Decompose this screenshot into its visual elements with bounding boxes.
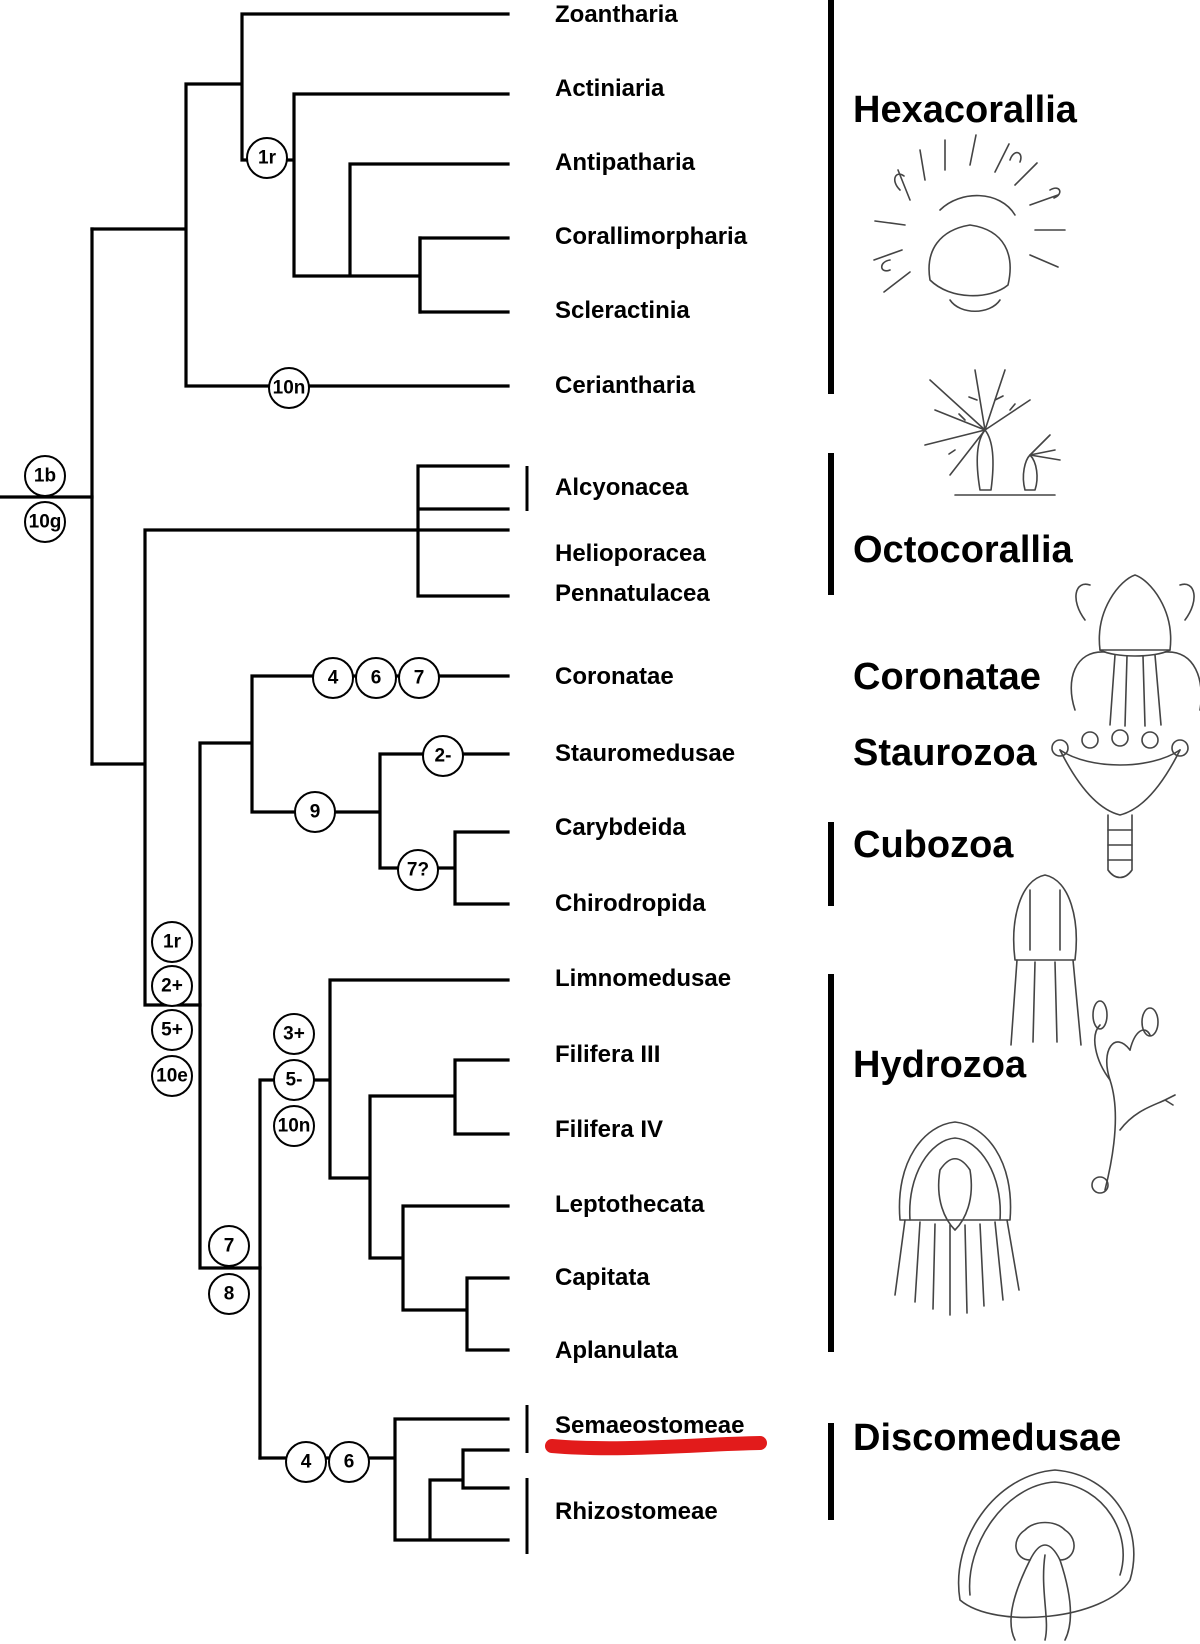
taxon-alcyonacea: Alcyonacea <box>555 474 689 501</box>
char-cubo-7q: 7? <box>397 849 439 891</box>
branch-octo-medusozoa <box>90 464 510 1007</box>
highlight-underline <box>545 1436 767 1456</box>
svg-text:6: 6 <box>344 1452 355 1473</box>
svg-text:5+: 5+ <box>161 1020 183 1041</box>
group-coronatae: Coronatae <box>853 656 1041 698</box>
svg-text:7: 7 <box>414 668 425 689</box>
taxon-aplanulata: Aplanulata <box>555 1337 678 1364</box>
box-jelly-illustration <box>1010 874 1082 1046</box>
stauromedusa-illustration <box>1051 729 1189 879</box>
group-octocorallia: Octocorallia <box>853 529 1073 571</box>
char-medu-1r: 1r <box>151 921 193 963</box>
taxon-labels: Zoantharia Actiniaria Antipatharia Coral… <box>555 1 748 1525</box>
taxon-zoantharia: Zoantharia <box>555 1 678 28</box>
tree-branches <box>0 12 510 1542</box>
branch-hexacorallia <box>90 12 510 388</box>
sea-anemone-illustration <box>873 134 1066 312</box>
group-hexacorallia: Hexacorallia <box>853 89 1078 131</box>
svg-text:9: 9 <box>310 802 321 823</box>
char-medu-10e: 10e <box>151 1055 193 1097</box>
svg-text:2+: 2+ <box>161 976 183 997</box>
svg-text:10n: 10n <box>273 378 306 399</box>
taxon-capitata: Capitata <box>555 1264 650 1291</box>
char-hydro-5minus: 5- <box>273 1059 315 1101</box>
svg-text:7: 7 <box>224 1236 235 1257</box>
char-staucubo-9: 9 <box>294 791 336 833</box>
svg-text:7?: 7? <box>407 860 429 881</box>
taxon-limnomedusae: Limnomedusae <box>555 965 731 992</box>
svg-text:4: 4 <box>328 668 339 689</box>
svg-text:2-: 2- <box>435 746 452 767</box>
taxon-pennatulacea: Pennatulacea <box>555 580 710 607</box>
octocoral-illustration <box>924 369 1061 496</box>
taxon-scleractinia: Scleractinia <box>555 297 690 324</box>
char-disco-6: 6 <box>328 1441 370 1483</box>
taxon-coronatae: Coronatae <box>555 663 674 690</box>
svg-text:1r: 1r <box>163 932 182 953</box>
char-disco-4: 4 <box>285 1441 327 1483</box>
taxon-semaeostomeae: Semaeostomeae <box>555 1412 744 1439</box>
svg-text:3+: 3+ <box>283 1024 305 1045</box>
group-cubozoa: Cubozoa <box>853 824 1014 866</box>
svg-text:10g: 10g <box>29 512 62 533</box>
char-root-10g: 10g <box>24 501 66 543</box>
char-hydro-3plus: 3+ <box>273 1013 315 1055</box>
taxon-corallimorpharia: Corallimorpharia <box>555 223 748 250</box>
branch-discomedusae <box>258 1417 510 1542</box>
taxon-ceriantharia: Ceriantharia <box>555 372 696 399</box>
svg-text:5-: 5- <box>286 1070 303 1091</box>
group-labels: Hexacorallia Octocorallia Coronatae Stau… <box>853 89 1121 1459</box>
svg-text:10n: 10n <box>278 1116 311 1137</box>
taxon-chirodropida: Chirodropida <box>555 890 706 917</box>
taxon-rhizostomeae: Rhizostomeae <box>555 1498 718 1525</box>
char-medu-5plus: 5+ <box>151 1009 193 1051</box>
svg-text:8: 8 <box>224 1284 235 1305</box>
char-coron-4: 4 <box>312 657 354 699</box>
taxon-filifera-iv: Filifera IV <box>555 1116 663 1143</box>
hydroid-polyp-illustration <box>1091 1000 1176 1194</box>
char-hydisco-7: 7 <box>208 1225 250 1267</box>
char-hydisco-8: 8 <box>208 1273 250 1315</box>
char-coron-6: 6 <box>355 657 397 699</box>
coronate-jelly-illustration <box>1070 574 1200 727</box>
taxon-stauromedusae: Stauromedusae <box>555 740 735 767</box>
svg-text:1b: 1b <box>34 466 56 487</box>
illustrations <box>873 134 1200 1641</box>
taxon-actiniaria: Actiniaria <box>555 75 665 102</box>
character-markers: 1b 10g 1r 10n 4 6 7 2- 9 7? 1r 2+ 5+ 10e… <box>24 137 464 1483</box>
taxon-antipatharia: Antipatharia <box>555 149 696 176</box>
taxon-helioporacea: Helioporacea <box>555 540 706 567</box>
char-hexa-1r: 1r <box>246 137 288 179</box>
svg-text:1r: 1r <box>258 148 277 169</box>
branch-hydrozoa <box>258 978 510 1460</box>
svg-text:4: 4 <box>301 1452 312 1473</box>
hydromedusa-illustration <box>894 1121 1020 1316</box>
taxon-filifera-iii: Filifera III <box>555 1041 660 1068</box>
group-staurozoa: Staurozoa <box>853 732 1038 774</box>
group-discomedusae: Discomedusae <box>853 1417 1121 1459</box>
moon-jelly-illustration <box>957 1469 1135 1641</box>
svg-text:6: 6 <box>371 668 382 689</box>
group-hydrozoa: Hydrozoa <box>853 1044 1027 1086</box>
svg-text:10e: 10e <box>156 1066 188 1087</box>
char-cerianth-10n: 10n <box>268 367 310 409</box>
char-stauro-2minus: 2- <box>422 735 464 777</box>
char-root-1b: 1b <box>24 455 66 497</box>
taxon-carybdeida: Carybdeida <box>555 814 686 841</box>
char-hydro-10n: 10n <box>273 1105 315 1147</box>
taxon-leptothecata: Leptothecata <box>555 1191 705 1218</box>
char-coron-7: 7 <box>398 657 440 699</box>
char-medu-2plus: 2+ <box>151 965 193 1007</box>
branch-medusozoa <box>198 674 510 1270</box>
